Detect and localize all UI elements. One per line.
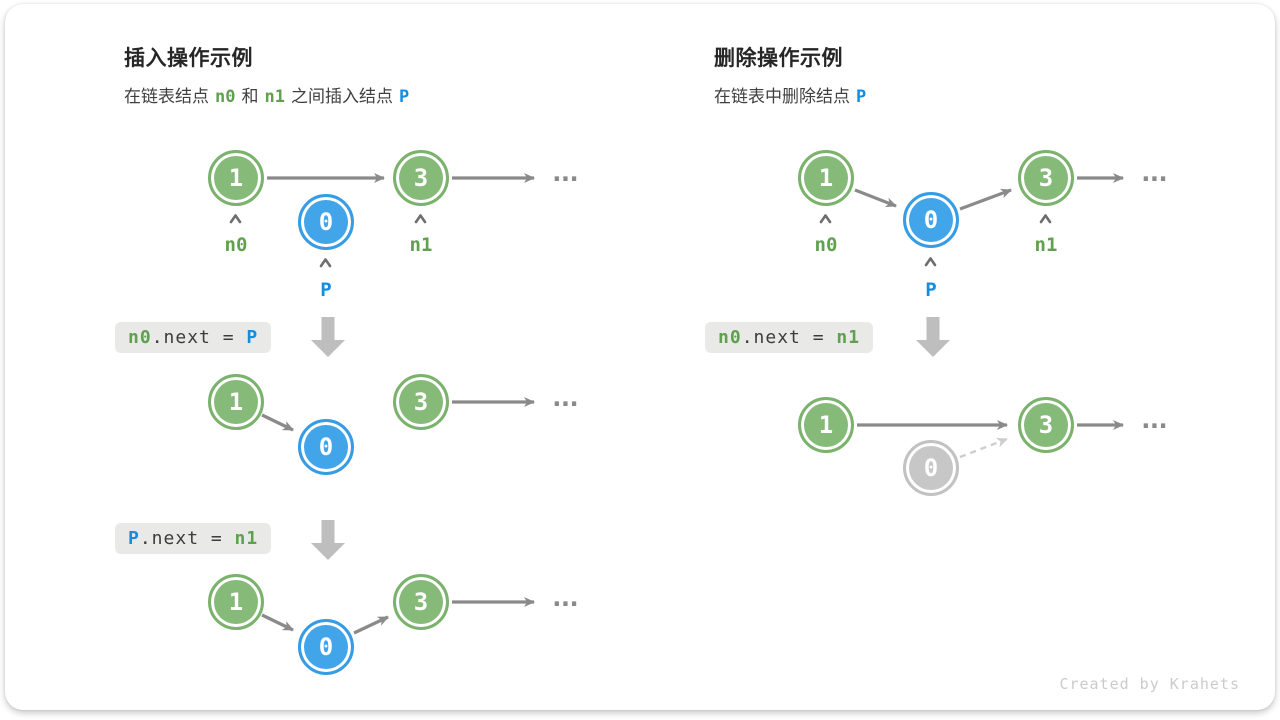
node-1: 1 <box>798 397 854 453</box>
pointer-label-n1: n1 <box>409 234 433 256</box>
label-p: P <box>398 87 410 107</box>
pointer-caret-icon <box>1039 214 1052 224</box>
delete-section-subtitle: 在链表中删除结点 P <box>714 82 872 107</box>
canvas-card <box>5 4 1275 710</box>
subtitle-text: 和 <box>241 87 259 107</box>
pointer-caret-icon <box>414 214 427 224</box>
label-n0: n0 <box>215 87 236 107</box>
node-p: 0 <box>298 619 354 675</box>
subtitle-text: 在链表中删除结点 <box>714 87 850 107</box>
node-1: 1 <box>798 150 854 206</box>
pointer-label-p: P <box>320 279 332 301</box>
ellipsis-text: ... <box>549 383 582 413</box>
credit-text: Created by Krahets <box>1059 675 1240 693</box>
pointer-caret-icon <box>229 214 242 224</box>
pointer-label-n0: n0 <box>814 234 838 256</box>
insert-section-title: 插入操作示例 <box>124 46 253 70</box>
node-3: 3 <box>393 574 449 630</box>
subtitle-text: 在链表结点 <box>124 87 209 107</box>
node-3: 3 <box>1018 397 1074 453</box>
pointer-label-n1: n1 <box>1034 234 1058 256</box>
code-box-delete-step1: n0.next = n1 <box>705 322 874 353</box>
ellipsis-text: ... <box>1138 405 1171 435</box>
ellipsis-text: ... <box>1138 158 1171 188</box>
node-1: 1 <box>208 574 264 630</box>
delete-section-title: 删除操作示例 <box>714 46 843 70</box>
node-3: 3 <box>1018 150 1074 206</box>
ellipsis-text: ... <box>549 583 582 613</box>
node-3: 3 <box>393 150 449 206</box>
node-p-removed: 0 <box>903 440 959 496</box>
label-n1: n1 <box>264 87 285 107</box>
node-1: 1 <box>208 374 264 430</box>
code-box-insert-step1: n0.next = P <box>115 322 272 353</box>
label-p: P <box>856 87 867 107</box>
pointer-caret-icon <box>819 214 832 224</box>
code-box-insert-step2: P.next = n1 <box>115 523 272 554</box>
pointer-caret-icon <box>924 257 937 267</box>
pointer-label-n0: n0 <box>224 234 248 256</box>
node-1: 1 <box>208 150 264 206</box>
node-p: 0 <box>298 194 354 250</box>
subtitle-text: 之间插入结点 <box>290 87 393 107</box>
pointer-label-p: P <box>925 279 937 301</box>
pointer-caret-icon <box>319 258 332 268</box>
node-3: 3 <box>393 374 449 430</box>
ellipsis-text: ... <box>549 158 582 188</box>
node-p: 0 <box>298 419 354 475</box>
node-p: 0 <box>903 192 959 248</box>
